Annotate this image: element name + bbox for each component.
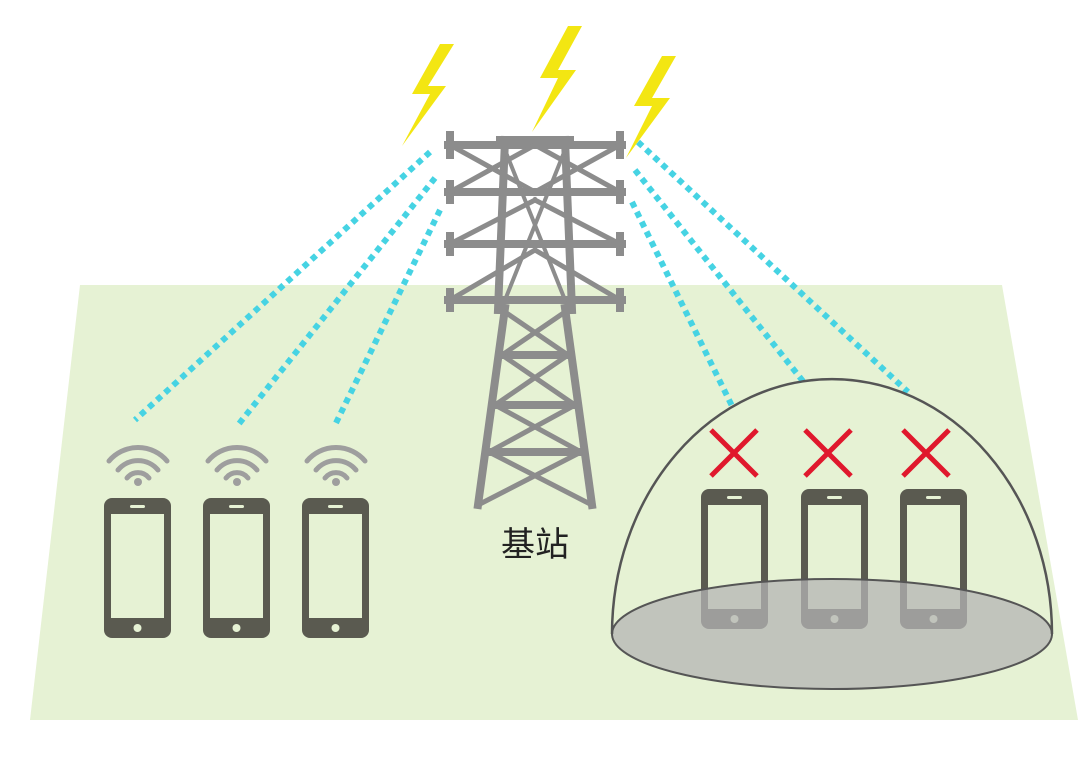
lightning-bolt-icon [402, 44, 454, 146]
smartphone-icon [203, 498, 270, 638]
shield-dome [610, 377, 1054, 635]
signal-line-left-2 [235, 176, 438, 427]
cross-mark-icon [709, 428, 759, 478]
signal-line-left-3 [332, 208, 443, 427]
connected-phones [104, 445, 369, 638]
blocked-marks [709, 428, 951, 478]
smartphone-icon [302, 498, 369, 638]
lightning-bolt-icon [626, 56, 676, 158]
lightning-bolt-icon [532, 26, 582, 132]
tower-label: 基站 [501, 525, 569, 565]
wifi-signal-icon [106, 445, 170, 486]
cross-mark-icon [803, 428, 853, 478]
signal-line-right-2 [632, 168, 809, 387]
signal-line-left-1 [132, 149, 433, 423]
signal-lines [132, 139, 911, 427]
wifi-signal-icon [304, 445, 368, 486]
lightning-bolts [402, 26, 676, 158]
cross-mark-icon [901, 428, 951, 478]
dome-floor [611, 578, 1053, 690]
signal-line-right-1 [629, 200, 736, 410]
wifi-signal-icon [205, 445, 269, 486]
transmission-tower-icon [444, 131, 626, 510]
smartphone-icon [104, 498, 171, 638]
